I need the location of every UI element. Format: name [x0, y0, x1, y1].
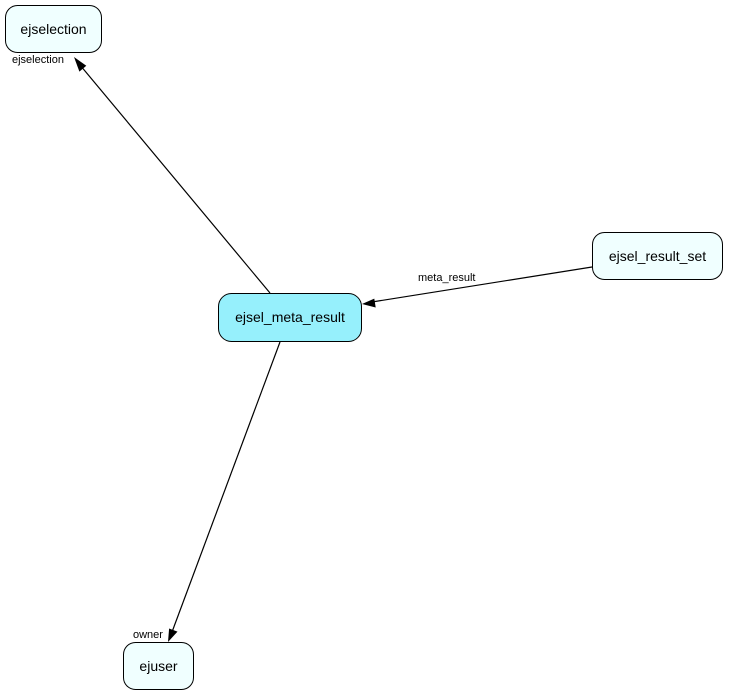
node-ejsel-meta-result[interactable]: ejsel_meta_result	[218, 293, 362, 342]
node-ejselection-label: ejselection	[20, 21, 86, 37]
edge-line-meta-to-ejselection	[79, 64, 271, 294]
node-ejsel-result-set-label: ejsel_result_set	[609, 248, 706, 264]
edge-result-set-to-meta: meta_result	[362, 266, 593, 308]
node-ejsel-meta-result-label: ejsel_meta_result	[235, 309, 345, 325]
node-ejuser-box[interactable]	[123, 642, 194, 690]
node-ejselection[interactable]: ejselection	[5, 5, 102, 53]
arrowhead-meta-result	[362, 298, 376, 308]
edge-line-result-set-to-meta	[371, 266, 593, 303]
edge-meta-to-ejselection: ejselection	[12, 54, 271, 294]
edge-meta-to-ejuser: owner	[133, 341, 281, 642]
edge-label-ejselection: ejselection	[12, 54, 64, 66]
edge-line-meta-to-ejuser	[171, 341, 281, 633]
node-ejuser[interactable]: ejuser	[123, 642, 194, 690]
edge-label-owner: owner	[133, 629, 163, 641]
node-ejsel-meta-result-box[interactable]	[218, 293, 362, 342]
edge-label-meta-result: meta_result	[418, 272, 475, 284]
node-ejselection-box[interactable]	[5, 5, 102, 53]
arrowhead-ejuser	[168, 628, 178, 642]
node-ejsel-result-set-box[interactable]	[592, 232, 723, 280]
node-ejsel-result-set[interactable]: ejsel_result_set	[592, 232, 723, 280]
node-ejuser-label: ejuser	[139, 658, 177, 674]
arrowhead-ejselection	[74, 57, 87, 72]
